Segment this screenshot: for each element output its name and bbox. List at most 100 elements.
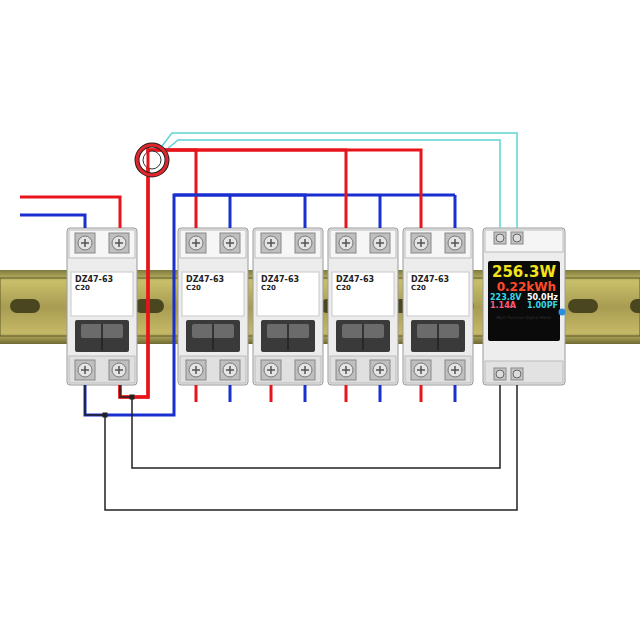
meter-top-cap <box>485 230 563 252</box>
screw-slot <box>304 366 306 374</box>
terminal-well <box>295 233 315 253</box>
circuit-breaker: DZ47-63C20 <box>253 228 323 385</box>
text-row: 0.22kWh <box>483 281 565 294</box>
meter-screw <box>513 370 521 378</box>
breaker-bottom-cap <box>255 356 321 383</box>
ct-pass-wire <box>147 151 150 169</box>
circuit-breaker: DZ47-63C20 <box>328 228 398 385</box>
breaker-bottom-cap <box>180 356 246 383</box>
breaker-body <box>67 228 137 385</box>
terminal-screw <box>78 363 92 377</box>
rail-slot <box>630 299 640 313</box>
text-row: 223.8V50.0Hz <box>483 294 565 303</box>
connector-wire <box>85 195 305 415</box>
junction-dot <box>130 395 135 400</box>
terminal-well <box>186 233 206 253</box>
breaker-rating: C20 <box>336 285 351 293</box>
meter-reading: 223.8V <box>490 294 522 303</box>
screw-slot <box>229 366 231 374</box>
meter-screw <box>496 234 504 242</box>
terminal-screw <box>112 236 126 250</box>
screw-slot <box>84 366 86 374</box>
text-row: DZ47-63 <box>253 276 323 285</box>
breaker-body <box>403 228 473 385</box>
breaker-rating: DZ47-63 <box>75 276 113 285</box>
neutral-drop <box>454 195 457 228</box>
breaker-rating: C20 <box>261 285 276 293</box>
connector-wire <box>120 150 196 397</box>
breaker-rating: C20 <box>411 285 426 293</box>
load-live-wire <box>270 385 273 402</box>
rail-slot <box>10 299 40 313</box>
supply-neutral-wire <box>20 215 85 228</box>
load-live-wire <box>420 385 423 402</box>
breaker-top-cap <box>405 230 471 258</box>
terminal-screw <box>414 363 428 377</box>
text-row: DZ47-63 <box>67 276 137 285</box>
load-neutral-wire <box>379 385 382 402</box>
breaker-top-cap <box>255 230 321 258</box>
terminal-well <box>370 360 390 380</box>
text-row: Multi Function Digital Meter <box>483 316 565 320</box>
text-row: C20 <box>178 285 248 293</box>
text-row: C20 <box>328 285 398 293</box>
terminal-well <box>336 233 356 253</box>
text-row: DZ47-63 <box>178 276 248 285</box>
terminal-screw <box>448 236 462 250</box>
screw-slot <box>118 239 120 247</box>
breaker-body <box>178 228 248 385</box>
neutral-drop <box>379 195 382 228</box>
label-plate <box>332 272 394 316</box>
screw-slot <box>420 366 422 374</box>
terminal-well <box>445 360 465 380</box>
terminal-screw <box>373 236 387 250</box>
terminal-screw <box>223 236 237 250</box>
terminal-screw <box>373 363 387 377</box>
meter-terminal <box>494 368 506 380</box>
load-neutral-wire <box>229 385 232 402</box>
breaker-rating: DZ47-63 <box>261 276 299 285</box>
text-row: C20 <box>253 285 323 293</box>
terminal-screw <box>339 363 353 377</box>
breaker-rating: C20 <box>75 285 90 293</box>
load-live-wire <box>195 385 198 402</box>
rail-slot <box>568 299 598 313</box>
screw-slot <box>195 366 197 374</box>
neutral-drop <box>229 195 232 228</box>
text-row: 256.3W <box>483 264 565 281</box>
meter-display <box>488 261 560 341</box>
current-transformer <box>137 145 167 175</box>
multi-function-meter: 256.3W0.22kWh223.8V50.0Hz1.14A1.00PF Mult… <box>483 228 565 385</box>
load-neutral-wire <box>304 385 307 402</box>
toggle-housing <box>186 320 240 352</box>
breaker-rating: DZ47-63 <box>186 276 224 285</box>
screw-slot <box>345 366 347 374</box>
ct-core <box>143 151 161 169</box>
terminal-screw <box>264 363 278 377</box>
toggle-split <box>362 324 364 350</box>
ct-signal-wire <box>162 133 517 228</box>
terminal-screw <box>223 363 237 377</box>
terminal-well <box>220 360 240 380</box>
toggle-housing <box>411 320 465 352</box>
terminal-screw <box>414 236 428 250</box>
terminal-screw <box>78 236 92 250</box>
toggle-split <box>287 324 289 350</box>
meter-bottom-cap <box>485 361 563 383</box>
terminal-well <box>445 233 465 253</box>
terminal-well <box>109 233 129 253</box>
screw-slot <box>118 366 120 374</box>
breaker-bottom-cap <box>330 356 396 383</box>
meter-body <box>483 228 565 385</box>
breaker-rating: C20 <box>186 285 201 293</box>
text-row: DZ47-63 <box>403 276 473 285</box>
terminal-screw <box>298 236 312 250</box>
breaker-top-cap <box>69 230 135 258</box>
screw-slot <box>420 239 422 247</box>
breaker-bottom-cap <box>69 356 135 383</box>
screw-slot <box>270 239 272 247</box>
screw-slot <box>229 239 231 247</box>
text-row: 1.14A1.00PF <box>483 302 565 311</box>
text-row: DZ47-63 <box>328 276 398 285</box>
screw-slot <box>345 239 347 247</box>
